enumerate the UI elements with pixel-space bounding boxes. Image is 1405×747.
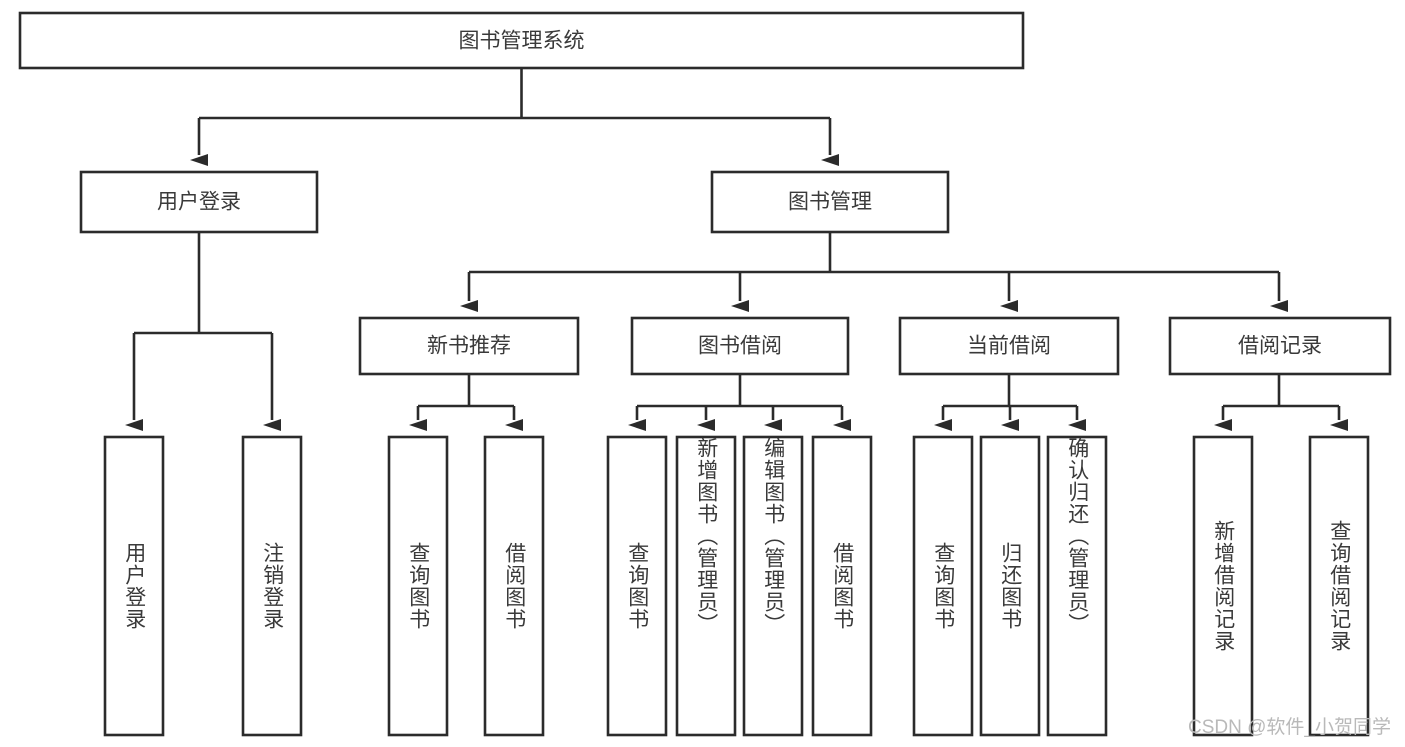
connector-book-borrow-to-leaves	[628, 374, 851, 431]
node-label-new-book-recommend: 新书推荐	[427, 335, 511, 358]
node-box-book-manage[interactable]	[710, 170, 950, 234]
node-box-leaf-query-book-3[interactable]	[912, 435, 974, 737]
node-box-leaf-query-book-1[interactable]	[387, 435, 449, 737]
node-box-leaf-return-book[interactable]	[979, 435, 1041, 737]
node-box-borrow-record[interactable]	[1168, 316, 1392, 376]
node-label-user-login: 用户登录	[157, 191, 241, 214]
node-box-new-book-recommend[interactable]	[358, 316, 580, 376]
node-box-root[interactable]	[18, 11, 1025, 70]
node-box-current-borrow[interactable]	[898, 316, 1120, 376]
connector-borrow-record-to-leaves	[1214, 374, 1348, 431]
node-box-leaf-add-borrow-record[interactable]	[1192, 435, 1254, 737]
node-box-leaf-borrow-book-2[interactable]	[811, 435, 873, 737]
node-box-leaf-edit-book-admin[interactable]	[742, 435, 804, 737]
node-box-leaf-user-logout[interactable]	[241, 435, 303, 737]
node-box-leaf-query-borrow-record[interactable]	[1308, 435, 1370, 737]
node-box-book-borrow[interactable]	[630, 316, 850, 376]
node-box-leaf-user-login[interactable]	[103, 435, 165, 737]
connector-current-borrow-to-leaves	[934, 374, 1086, 431]
node-label-current-borrow: 当前借阅	[967, 335, 1051, 358]
node-box-leaf-query-book-2[interactable]	[606, 435, 668, 737]
node-label-borrow-record: 借阅记录	[1238, 335, 1322, 358]
node-box-leaf-add-book-admin[interactable]	[675, 435, 737, 737]
connector-user-login-to-leaves	[125, 232, 281, 431]
node-label-root: 图书管理系统	[459, 30, 585, 53]
node-box-leaf-borrow-book-1[interactable]	[483, 435, 545, 737]
node-box-user-login[interactable]	[79, 170, 319, 234]
node-label-book-manage: 图书管理	[788, 191, 872, 214]
connector-root-to-level1	[190, 68, 839, 166]
connector-book-manage-to-level2	[460, 232, 1288, 312]
connector-new-book-recommend-to-leaves	[409, 374, 523, 431]
node-label-book-borrow: 图书借阅	[698, 335, 782, 358]
node-box-leaf-confirm-return-admin[interactable]	[1046, 435, 1108, 737]
